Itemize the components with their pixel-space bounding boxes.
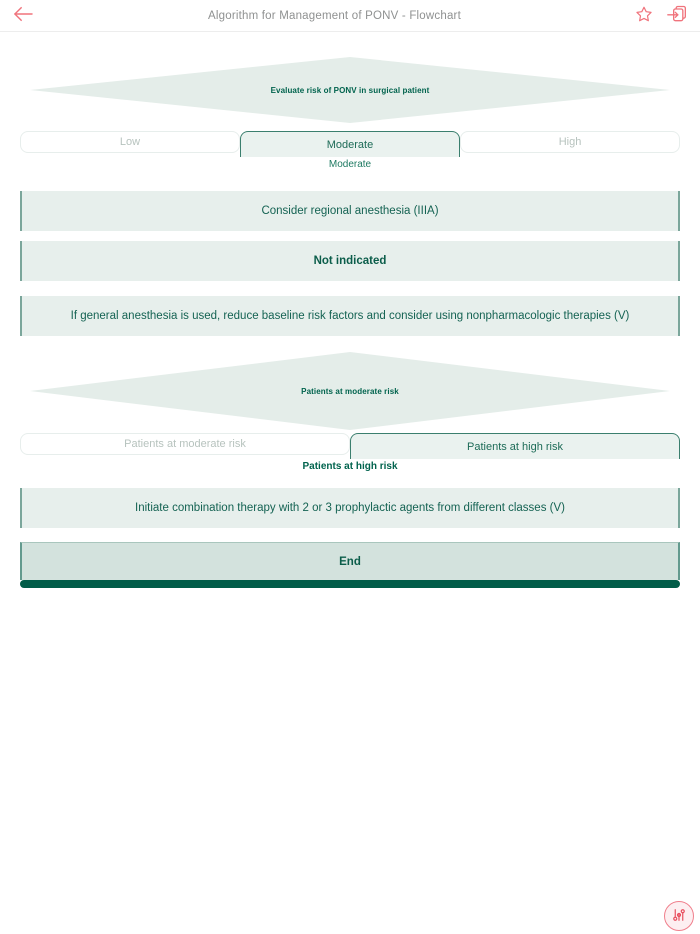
- selected-answer-label: Patients at high risk: [302, 461, 398, 472]
- patient-risk-option-group: Patients at moderate risk Patients at hi…: [20, 433, 680, 459]
- step-box-general-anesthesia: If general anesthesia is used, reduce ba…: [20, 296, 680, 336]
- option-high-button[interactable]: High: [460, 131, 680, 153]
- decision-node-moderate-risk: Patients at moderate risk: [30, 352, 670, 430]
- step-box-not-indicated: Not indicated: [20, 241, 680, 281]
- step-box-combination-therapy: Initiate combination therapy with 2 or 3…: [20, 488, 680, 528]
- option-low-button[interactable]: Low: [20, 131, 240, 153]
- page-title: Algorithm for Management of PONV - Flowc…: [208, 9, 461, 22]
- export-button[interactable]: [666, 4, 688, 27]
- export-icon: [666, 4, 688, 27]
- option-moderate-risk-button[interactable]: Patients at moderate risk: [20, 433, 350, 455]
- end-node-bar: [20, 580, 680, 588]
- selected-answer-label: Moderate: [328, 159, 372, 170]
- option-moderate-button[interactable]: Moderate: [240, 131, 460, 157]
- decision-node-evaluate-risk: Evaluate risk of PONV in surgical patien…: [30, 57, 670, 123]
- step-box-regional-anesthesia: Consider regional anesthesia (IIIA): [20, 191, 680, 231]
- end-node-label: End: [20, 542, 680, 580]
- back-button[interactable]: [12, 5, 34, 26]
- option-high-risk-button[interactable]: Patients at high risk: [350, 433, 680, 459]
- decision-question: Evaluate risk of PONV in surgical patien…: [270, 85, 430, 95]
- flowchart-canvas: Evaluate risk of PONV in surgical patien…: [0, 57, 700, 588]
- back-arrow-icon: [12, 5, 34, 26]
- star-icon: [635, 5, 653, 26]
- favorite-button[interactable]: [635, 5, 653, 26]
- end-node: End: [20, 542, 680, 588]
- settings-fab-button[interactable]: [664, 901, 694, 931]
- risk-option-group: Low Moderate High: [20, 131, 680, 157]
- decision-question: Patients at moderate risk: [301, 386, 399, 396]
- top-bar: Algorithm for Management of PONV - Flowc…: [0, 0, 700, 32]
- sliders-icon: [670, 906, 688, 927]
